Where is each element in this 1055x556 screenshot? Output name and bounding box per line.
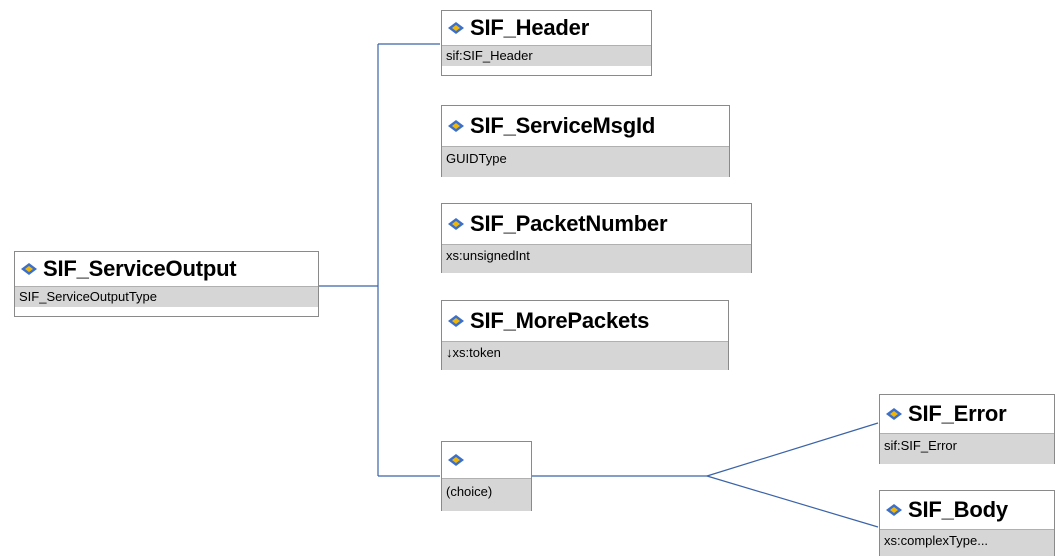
choice-box[interactable]: (choice) [441,441,532,511]
element-name: SIF_PacketNumber [470,211,668,236]
element-name: SIF_Body [908,497,1008,522]
choice-label: (choice) [442,478,531,511]
element-box-sif-body[interactable]: SIF_Body xs:complexType... [879,490,1055,556]
element-icon [21,263,37,275]
element-icon [448,315,464,327]
choice-icon [448,454,464,466]
element-icon [886,408,902,420]
element-box-sif-error[interactable]: SIF_Error sif:SIF_Error [879,394,1055,464]
element-icon [886,504,902,516]
element-name: SIF_Error [908,401,1007,426]
element-name: SIF_MorePackets [470,308,650,333]
element-icon [448,22,464,34]
element-type: sif:SIF_Header [442,45,651,66]
root-element-box[interactable]: SIF_ServiceOutput SIF_ServiceOutputType [14,251,319,317]
element-type: xs:unsignedInt [442,244,751,273]
element-name: SIF_ServiceMsgId [470,113,656,138]
element-box-sif-packetnumber[interactable]: SIF_PacketNumber xs:unsignedInt [441,203,752,273]
element-type: xs:complexType... [880,529,1054,556]
element-icon [448,120,464,132]
element-box-sif-servicemsgid[interactable]: SIF_ServiceMsgId GUIDType [441,105,730,177]
element-icon [448,218,464,230]
element-name: SIF_Header [470,15,590,40]
element-type: GUIDType [442,146,729,177]
element-type: ↓xs:token [442,341,728,370]
element-box-sif-header[interactable]: SIF_Header sif:SIF_Header [441,10,652,76]
root-element-name: SIF_ServiceOutput [43,256,237,281]
element-type: sif:SIF_Error [880,433,1054,464]
element-box-sif-morepackets[interactable]: SIF_MorePackets ↓xs:token [441,300,729,370]
root-element-type: SIF_ServiceOutputType [15,286,318,307]
